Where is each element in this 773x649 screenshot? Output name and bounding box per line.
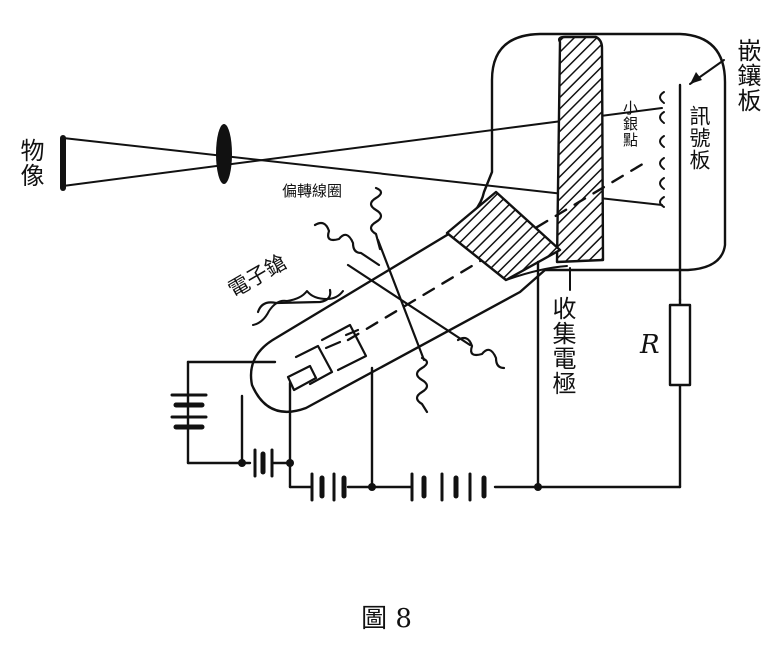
- deflection-coils: [313, 186, 506, 414]
- battery-anode-1: [310, 472, 347, 502]
- object-label: 物像: [16, 138, 44, 188]
- small-beads-label: 小銀點: [621, 100, 639, 148]
- collector-cone: [445, 190, 562, 282]
- resistor-label: R: [640, 330, 660, 360]
- signal-plate-label: 訊號板: [687, 105, 711, 171]
- battery-anode-2: [410, 472, 487, 502]
- mosaic-plate: [555, 35, 605, 264]
- battery-heater: [170, 393, 208, 430]
- small-silver-beads: [659, 91, 665, 208]
- deflection-coils-label: 偏轉線圈: [282, 182, 343, 200]
- circuit-wiring: [186, 260, 682, 489]
- mosaic-plate-label: 嵌鑲板: [733, 38, 761, 113]
- lens: [216, 124, 232, 184]
- electron-gun-electrodes: [256, 288, 368, 392]
- electron-gun-bracket: [252, 290, 344, 326]
- resistor: [668, 303, 692, 387]
- tube-envelope: [249, 32, 727, 413]
- electron-beam: [346, 160, 648, 342]
- collector-electrode-label: 收集電極: [548, 296, 576, 396]
- battery-bias: [253, 448, 274, 478]
- figure-caption: 圖 8: [361, 604, 412, 634]
